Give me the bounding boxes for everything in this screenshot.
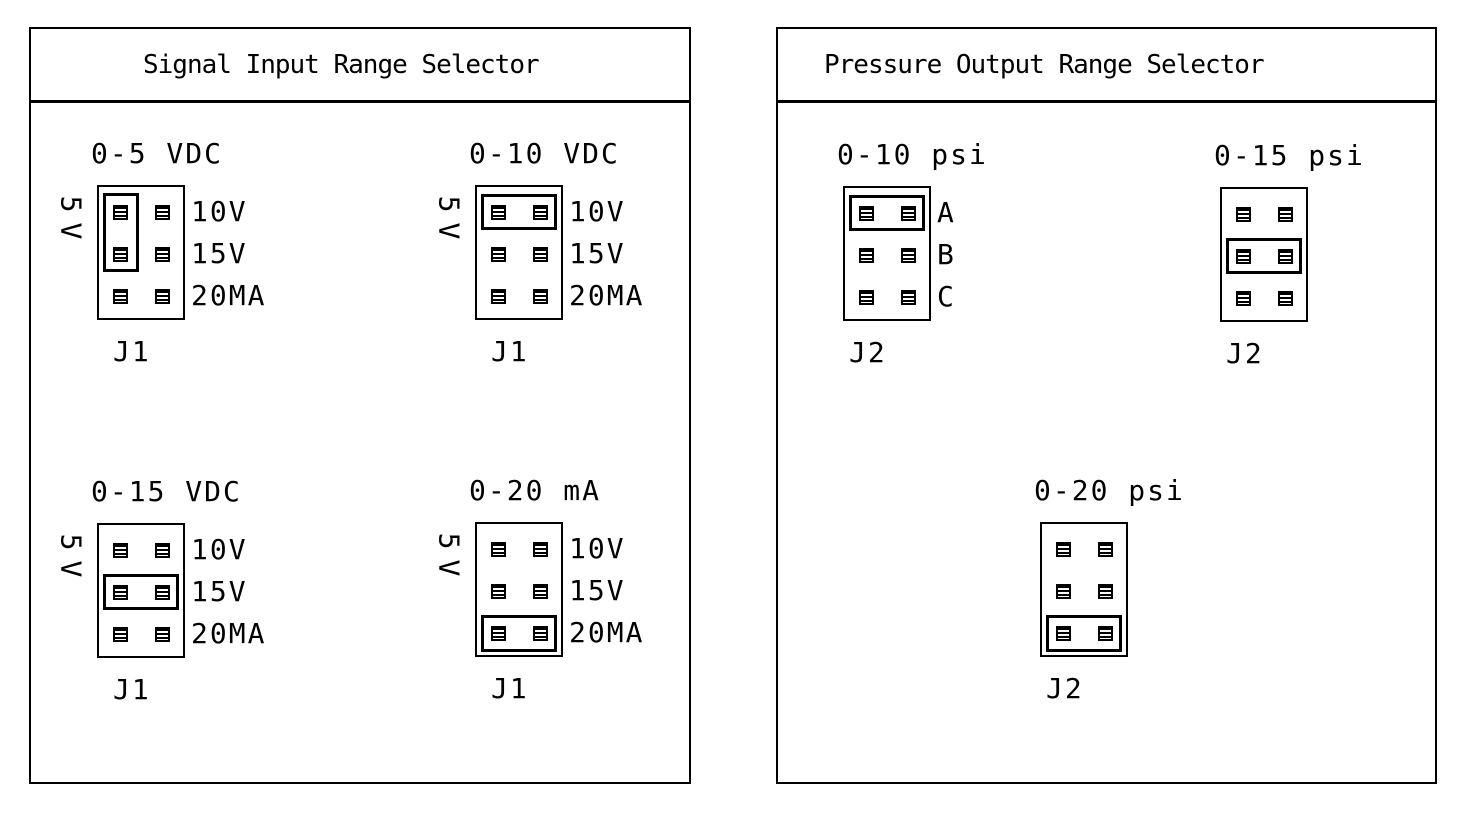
side-label-5v: 5V <box>51 193 91 251</box>
diagram-title: 0-15 psi <box>1214 139 1365 172</box>
side-label-text: 5V <box>432 532 466 586</box>
row-label: 15V <box>569 574 626 607</box>
jumper-block <box>843 186 931 321</box>
pin <box>859 290 874 305</box>
pin <box>491 205 506 220</box>
pin <box>533 626 548 641</box>
pin <box>533 205 548 220</box>
pin <box>1098 584 1113 599</box>
pin <box>533 542 548 557</box>
pin <box>1098 626 1113 641</box>
pin <box>1056 542 1071 557</box>
pin <box>901 248 916 263</box>
jumper-selection-box <box>1226 238 1302 274</box>
panel-title: Pressure Output Range Selector <box>778 29 1435 103</box>
pin <box>113 289 128 304</box>
row-label: C <box>937 280 956 313</box>
pin <box>491 626 506 641</box>
row-label: B <box>937 238 956 271</box>
pin <box>901 206 916 221</box>
pin <box>1278 291 1293 306</box>
side-label-text: 5V <box>54 195 88 249</box>
pin <box>533 289 548 304</box>
row-label: 20MA <box>191 617 267 650</box>
row-label: 10V <box>191 195 248 228</box>
pin <box>1278 249 1293 264</box>
row-label: A <box>937 196 956 229</box>
diagram-title: 0-20 psi <box>1034 474 1185 507</box>
jumper-selection-box <box>481 615 557 652</box>
pin <box>859 248 874 263</box>
pin <box>155 543 170 558</box>
row-label: 10V <box>569 195 626 228</box>
pin <box>491 584 506 599</box>
jumper-block <box>1220 187 1308 322</box>
jumper-selection-box <box>1046 615 1122 652</box>
side-label-text: 5V <box>432 195 466 249</box>
jumper-selection-box <box>481 194 557 230</box>
jumper-selection-box <box>103 574 179 610</box>
pin <box>1236 249 1251 264</box>
pin <box>901 290 916 305</box>
pin <box>155 289 170 304</box>
row-label: 15V <box>191 575 248 608</box>
diagram-title: 0-15 VDC <box>91 475 242 508</box>
jumper-block <box>475 522 563 657</box>
pin <box>1056 584 1071 599</box>
jumper-selection-box <box>103 193 139 272</box>
pin <box>1056 626 1071 641</box>
diagram-title: 0-10 VDC <box>469 137 620 170</box>
pin <box>155 585 170 600</box>
pin <box>155 247 170 262</box>
connector-label: J1 <box>113 673 151 706</box>
pin <box>1278 207 1293 222</box>
pin <box>859 206 874 221</box>
connector-label: J2 <box>1046 672 1084 705</box>
pin <box>1236 291 1251 306</box>
pin <box>533 584 548 599</box>
pin <box>1236 207 1251 222</box>
pin <box>113 205 128 220</box>
diagram-title: 0-20 mA <box>469 474 602 507</box>
row-label: 10V <box>569 532 626 565</box>
diagram-title: 0-10 psi <box>837 138 988 171</box>
panel-pressure-output-range-selector: Pressure Output Range Selector <box>776 27 1437 784</box>
jumper-block <box>97 185 185 320</box>
pin <box>1098 542 1113 557</box>
pin <box>491 289 506 304</box>
side-label-5v: 5V <box>429 530 469 588</box>
side-label-5v: 5V <box>429 193 469 251</box>
jumper-block <box>97 523 185 658</box>
pin <box>491 247 506 262</box>
connector-label: J2 <box>1226 337 1264 370</box>
row-label: 20MA <box>569 616 645 649</box>
pin <box>155 205 170 220</box>
pin <box>491 542 506 557</box>
jumper-block <box>1040 522 1128 657</box>
pin <box>113 247 128 262</box>
pin <box>113 627 128 642</box>
row-label: 20MA <box>191 279 267 312</box>
connector-label: J1 <box>113 335 151 368</box>
pin <box>113 543 128 558</box>
pin <box>533 247 548 262</box>
jumper-block <box>475 185 563 320</box>
pin <box>155 627 170 642</box>
diagram-title: 0-5 VDC <box>91 137 224 170</box>
panel-title: Signal Input Range Selector <box>31 29 689 103</box>
connector-label: J1 <box>491 672 529 705</box>
side-label-text: 5V <box>54 533 88 587</box>
connector-label: J2 <box>849 336 887 369</box>
row-label: 20MA <box>569 279 645 312</box>
connector-label: J1 <box>491 335 529 368</box>
row-label: 15V <box>191 237 248 270</box>
pin <box>113 585 128 600</box>
row-label: 10V <box>191 533 248 566</box>
row-label: 15V <box>569 237 626 270</box>
side-label-5v: 5V <box>51 531 91 589</box>
jumper-selection-box <box>849 195 925 231</box>
